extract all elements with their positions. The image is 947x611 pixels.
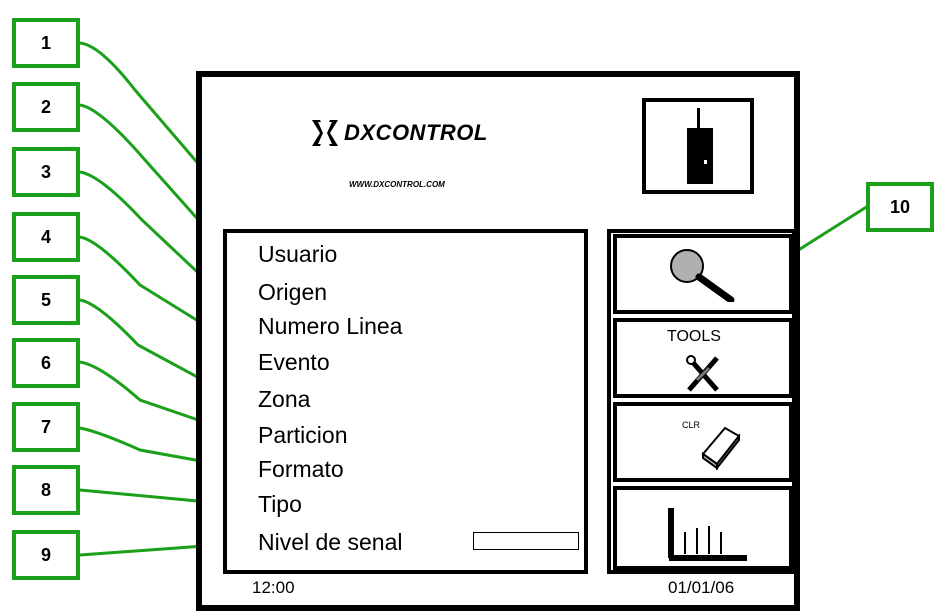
bar-chart-icon [665, 502, 749, 564]
search-button[interactable] [613, 234, 793, 314]
tools-button[interactable] [613, 318, 793, 398]
radio-icon [685, 108, 715, 186]
tools-label: TOOLS [667, 328, 721, 345]
callout-4: 4 [12, 212, 80, 262]
callout-3: 3 [12, 147, 80, 197]
eraser-icon [695, 422, 745, 470]
callout-2: 2 [12, 82, 80, 132]
callout-9: 9 [12, 530, 80, 580]
tools-icon [683, 352, 723, 394]
field-nivel-de-senal: Nivel de senal [258, 529, 403, 555]
search-icon [661, 246, 741, 302]
callout-6: 6 [12, 338, 80, 388]
callout-8: 8 [12, 465, 80, 515]
field-particion: Particion [258, 422, 348, 448]
field-zona: Zona [258, 386, 311, 412]
clear-button[interactable] [613, 402, 793, 482]
date-display: 01/01/06 [668, 578, 735, 597]
field-usuario: Usuario [258, 241, 338, 267]
field-origen: Origen [258, 279, 328, 305]
dxcontrol-logo-icon [310, 118, 340, 148]
callout-5: 5 [12, 275, 80, 325]
time-display: 12:00 [252, 578, 295, 597]
brand-logo: DXCONTROL [310, 118, 488, 148]
event-fields-panel [223, 229, 588, 574]
brand-name: DXCONTROL [344, 120, 488, 145]
field-evento: Evento [258, 349, 330, 375]
callout-10: 10 [866, 182, 934, 232]
field-formato: Formato [258, 456, 344, 482]
field-numero-linea: Numero Linea [258, 313, 403, 339]
side-button-column [607, 229, 796, 574]
signal-level-bar [473, 532, 579, 550]
field-tipo: Tipo [258, 491, 302, 517]
callout-1: 1 [12, 18, 80, 68]
brand-url: WWW.DXCONTROL.COM [349, 180, 445, 189]
chart-button[interactable] [613, 486, 793, 570]
radio-status-box [642, 98, 754, 194]
clr-label: CLR [682, 420, 701, 430]
callout-7: 7 [12, 402, 80, 452]
